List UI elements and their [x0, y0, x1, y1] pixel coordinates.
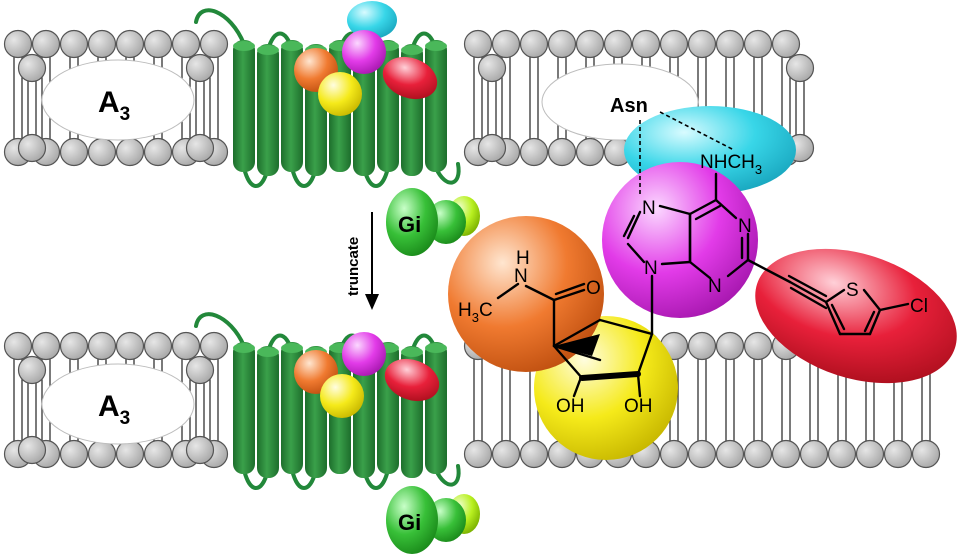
chlorothiophene-ring: S Cl — [824, 280, 928, 336]
orange-region-amide — [448, 216, 604, 372]
svg-text:OH: OH — [624, 396, 653, 417]
svg-text:N: N — [708, 276, 722, 297]
red-subpocket-bottom — [384, 358, 440, 402]
cyan-subpocket-top — [347, 1, 397, 39]
ligand-structure: Asn NHCH3 N N N N — [448, 95, 957, 460]
svg-text:OH: OH — [556, 396, 585, 417]
yellow-subpocket-bottom — [320, 374, 364, 418]
purine-ring: N N N N — [622, 198, 752, 297]
svg-text:N: N — [738, 216, 752, 237]
ligand-pocket-bottom — [294, 332, 440, 418]
n-terminus-top — [194, 8, 246, 46]
yellow-subpocket-top — [318, 72, 362, 116]
n-terminus-bottom — [194, 312, 246, 348]
gi-label-top: Gi — [398, 212, 421, 237]
svg-text:H: H — [516, 248, 530, 269]
svg-text:O: O — [586, 278, 601, 299]
red-subpocket-top — [382, 56, 438, 100]
receptor-top — [194, 8, 461, 188]
nhch3-group: NHCH3 — [700, 152, 762, 177]
svg-text:S: S — [846, 280, 859, 301]
magenta-subpocket-top — [342, 30, 386, 74]
receptor-bottom — [194, 312, 461, 490]
a3-label-top: A3 — [98, 86, 130, 125]
ligand-pocket-top — [294, 1, 438, 116]
svg-text:N: N — [642, 198, 656, 219]
methanocarba-ring: OH OH — [552, 318, 654, 417]
svg-text:N: N — [644, 258, 658, 279]
asn-label: Asn — [610, 95, 648, 117]
magenta-region-purine — [602, 162, 758, 318]
membrane-top: A3 Gi — [3, 1, 815, 256]
gi-label-bottom: Gi — [398, 510, 421, 535]
a3-label-bottom: A3 — [98, 390, 130, 429]
svg-text:Cl: Cl — [910, 296, 928, 317]
membrane-bottom: A3 Gi — [3, 312, 941, 554]
a3-label-ellipse-top — [41, 59, 195, 141]
a3-label-ellipse-bottom — [41, 363, 195, 445]
gi-protein-top: Gi — [386, 188, 480, 256]
red-region-chlorothiophene — [755, 248, 957, 384]
methylamide-group: O N H H3C — [458, 248, 601, 348]
truncate-arrow: truncate — [345, 212, 379, 310]
truncate-label: truncate — [345, 237, 362, 296]
svg-text:H3C: H3C — [458, 300, 493, 325]
magenta-subpocket-bottom — [342, 332, 386, 376]
gi-protein-bottom: Gi — [386, 486, 480, 554]
svg-text:N: N — [514, 266, 528, 287]
